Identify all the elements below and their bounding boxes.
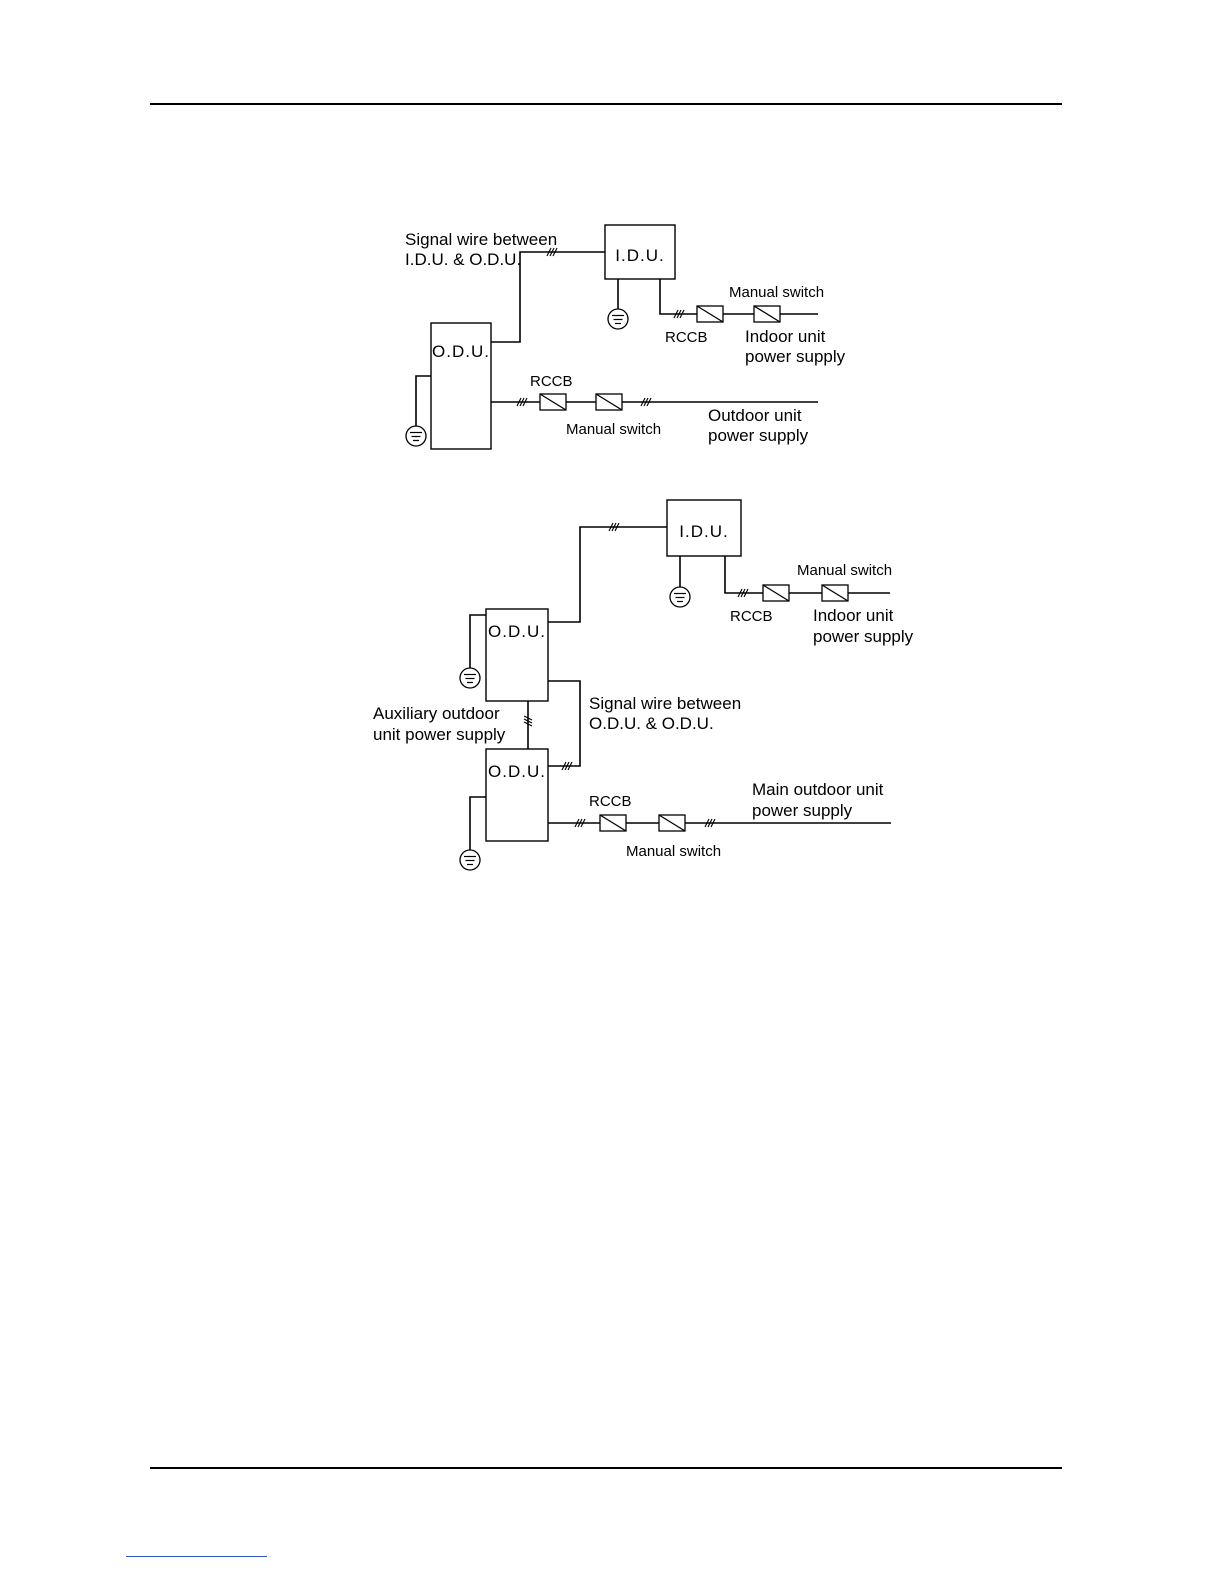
indoor-manual-switch-label: Manual switch [729, 284, 824, 301]
signal-wire-label-line1: Signal wire between [405, 230, 557, 249]
rccb-icon [539, 393, 567, 411]
idu-label: I.D.U. [679, 522, 728, 541]
main-supply-label-line2: power supply [752, 801, 853, 820]
footer-link-underline [126, 1556, 267, 1557]
odu-label: O.D.U. [432, 342, 490, 361]
odu-signal-label-line1: Signal wire between [589, 694, 741, 713]
wire-tick-mark [704, 818, 716, 828]
wiring-diagram-single-odu: I.D.U. O.D.U. Signal wire between I.D.U.… [405, 224, 846, 450]
wire-tick-mark [516, 397, 528, 407]
wire-tick-mark [546, 247, 558, 257]
odu-ground-wire [469, 614, 486, 668]
indoor-manual-switch-label: Manual switch [797, 562, 892, 579]
aux-supply-label-line1: Auxiliary outdoor [373, 704, 500, 723]
idu-box [666, 499, 742, 557]
wire-tick-mark [561, 761, 573, 771]
wire-tick-mark [737, 588, 749, 598]
ground-icon [669, 586, 691, 608]
odu-ground-wire [469, 796, 486, 850]
footer-rule [150, 1467, 1062, 1469]
indoor-supply-label-line2: power supply [745, 347, 846, 366]
manual-switch-icon [753, 305, 781, 323]
indoor-supply-label-line1: Indoor unit [745, 327, 826, 346]
odu-top-label: O.D.U. [488, 622, 546, 641]
wire-tick-mark [523, 715, 533, 727]
aux-supply-label-line2: unit power supply [373, 725, 506, 744]
rccb-icon [599, 814, 627, 832]
outdoor-rccb-label: RCCB [530, 373, 573, 390]
odu-top-box [485, 608, 549, 702]
signal-wire-idu-odu [548, 526, 667, 623]
odu-ground-wire [415, 375, 431, 426]
manual-switch-icon [595, 393, 623, 411]
main-rccb-label: RCCB [589, 793, 632, 810]
signal-wire-odu-odu [548, 680, 581, 767]
main-manual-switch-label: Manual switch [626, 843, 721, 860]
ground-icon [405, 425, 427, 447]
idu-label: I.D.U. [615, 246, 664, 265]
rccb-icon [762, 584, 790, 602]
outdoor-supply-label-line2: power supply [708, 426, 809, 445]
idu-box [604, 224, 676, 280]
wire-tick-mark [608, 522, 620, 532]
ground-icon [459, 849, 481, 871]
ground-icon [607, 308, 629, 330]
indoor-rccb-label: RCCB [730, 608, 773, 625]
outdoor-manual-switch-label: Manual switch [566, 421, 661, 438]
signal-wire-idu-odu [491, 251, 605, 343]
odu-bottom-box [485, 748, 549, 842]
rccb-icon [696, 305, 724, 323]
header-rule [150, 103, 1062, 105]
signal-wire-label-line2: I.D.U. & O.D.U. [405, 250, 521, 269]
outdoor-supply-label-line1: Outdoor unit [708, 406, 802, 425]
main-supply-label-line1: Main outdoor unit [752, 780, 884, 799]
odu-signal-label-line2: O.D.U. & O.D.U. [589, 714, 714, 733]
wire-tick-mark [574, 818, 586, 828]
indoor-supply-label-line1: Indoor unit [813, 606, 894, 625]
manual-switch-icon [821, 584, 849, 602]
odu-box [430, 322, 492, 450]
wire-tick-mark [673, 309, 685, 319]
odu-bottom-label: O.D.U. [488, 762, 546, 781]
wiring-diagram-dual-odu: I.D.U. O.D.U. O.D.U. Manual switch RCCB … [373, 499, 914, 871]
ground-icon [459, 667, 481, 689]
wire-tick-mark [640, 397, 652, 407]
indoor-supply-label-line2: power supply [813, 627, 914, 646]
indoor-rccb-label: RCCB [665, 329, 708, 346]
manual-switch-icon [658, 814, 686, 832]
